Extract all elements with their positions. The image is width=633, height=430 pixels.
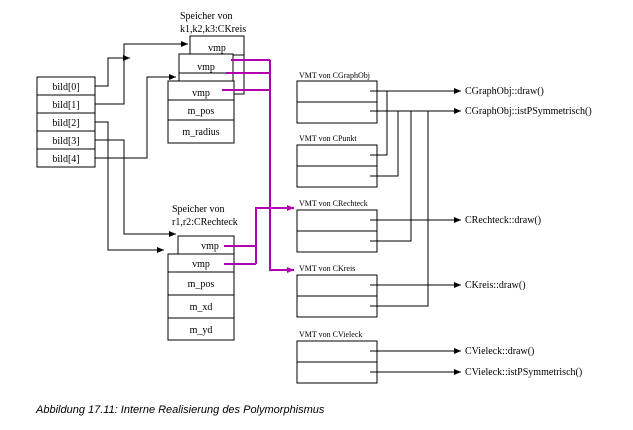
vmp-field: vmp	[201, 241, 219, 252]
pointer-arrow	[95, 41, 188, 105]
array-cell-label: bild[3]	[52, 136, 79, 147]
array-cell-label: bild[0]	[52, 82, 79, 93]
kreis-memory: Speicher von k1,k2,k3:CKreis vmp vmp vmp…	[167, 11, 246, 144]
vmt-title: VMT von CKreis	[299, 264, 355, 273]
m-pos-field: m_pos	[188, 106, 215, 117]
method-link	[370, 91, 388, 156]
vtable-pointer	[255, 205, 294, 264]
vmp-field: vmp	[192, 88, 210, 99]
rechteck-memory-subtitle: r1,r2:CRechteck	[172, 217, 238, 228]
vmt-title: VMT von CGraphObj	[299, 71, 370, 80]
vmt-rechteck: VMT von CRechteck	[296, 199, 378, 253]
vmt-title: VMT von CVieleck	[299, 330, 362, 339]
m-yd-field: m_yd	[190, 325, 213, 336]
array-pointers	[95, 41, 188, 253]
pointer-arrow	[95, 121, 164, 253]
method-label: CVieleck::istPSymmetrisch()	[465, 367, 582, 378]
rechteck-object-front	[167, 253, 235, 341]
m-xd-field: m_xd	[190, 302, 213, 313]
vmp-field: vmp	[208, 43, 226, 54]
kreis-memory-subtitle: k1,k2,k3:CKreis	[180, 24, 246, 35]
vmp-field: vmp	[197, 62, 215, 73]
pointer-array: bild[0] bild[1] bild[2] bild[3] bild[4]	[36, 76, 96, 168]
method-label: CRechteck::draw()	[465, 215, 541, 226]
method-links	[370, 88, 461, 375]
pointer-arrow	[95, 74, 176, 159]
method-label: CVieleck::draw()	[465, 346, 534, 357]
method-label: CKreis::draw()	[465, 280, 526, 291]
vmt-graphobj: VMT von CGraphObj	[296, 71, 378, 124]
m-radius-field: m_radius	[182, 127, 219, 138]
method-link	[370, 111, 412, 242]
vmp-field: vmp	[192, 259, 210, 270]
array-cell-label: bild[1]	[52, 100, 79, 111]
method-label: CGraphObj::draw()	[465, 86, 544, 97]
rechteck-memory: Speicher von r1,r2:CRechteck vmp vmp m_p…	[167, 204, 238, 341]
pointer-arrow	[95, 139, 176, 237]
rechteck-memory-title: Speicher von	[172, 204, 225, 215]
vmt-punkt: VMT von CPunkt	[296, 134, 378, 188]
figure-caption: Abbildung 17.11: Interne Realisierung de…	[35, 404, 325, 416]
method-labels: CGraphObj::draw() CGraphObj::istPSymmetr…	[465, 86, 592, 378]
vtable-pointers	[222, 59, 294, 273]
vmt-vieleck: VMT von CVieleck	[296, 330, 378, 384]
pointer-arrow	[95, 55, 130, 87]
kreis-memory-title: Speicher von	[180, 11, 233, 22]
vmt-title: VMT von CRechteck	[299, 199, 368, 208]
method-link	[370, 111, 429, 307]
vtable-pointer	[269, 60, 294, 273]
vmt-kreis: VMT von CKreis	[296, 264, 378, 318]
array-cell-label: bild[4]	[52, 154, 79, 165]
vmt-title: VMT von CPunkt	[299, 134, 357, 143]
kreis-object-front	[167, 80, 235, 144]
method-link	[370, 111, 399, 177]
array-cell-label: bild[2]	[52, 118, 79, 129]
m-pos-field: m_pos	[188, 279, 215, 290]
method-label: CGraphObj::istPSymmetrisch()	[465, 106, 592, 117]
